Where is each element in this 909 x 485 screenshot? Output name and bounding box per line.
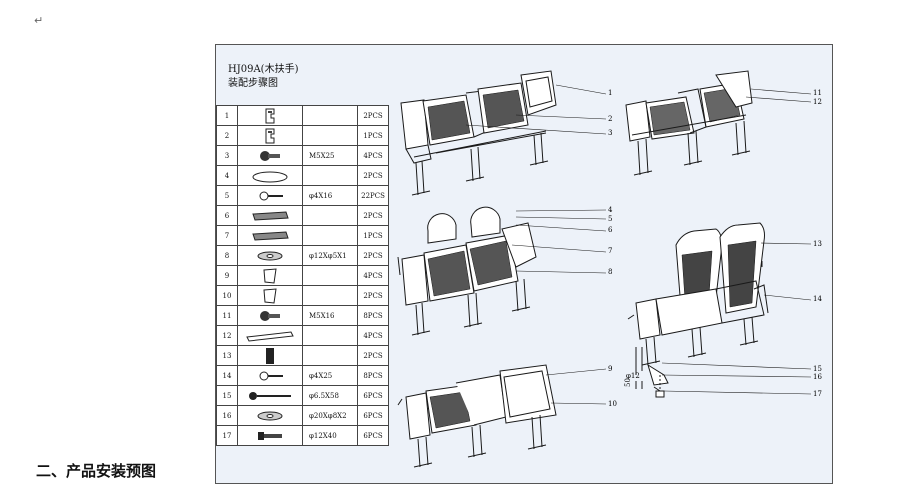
callout-17: 17 — [813, 390, 822, 398]
part-illustration-cell — [237, 105, 303, 126]
section-heading: 二、产品安装预图 — [36, 462, 157, 480]
plate-part-icon — [238, 230, 302, 242]
part-illustration-cell — [237, 385, 303, 406]
block-part-icon — [238, 347, 302, 365]
callout-5: 5 — [608, 215, 613, 223]
washer-part-icon — [238, 410, 302, 422]
bolt-part-icon — [238, 309, 302, 323]
pad-part-icon — [238, 287, 302, 304]
callout-16: 16 — [813, 373, 822, 381]
callout-8: 8 — [608, 268, 613, 276]
anchor-part-icon — [238, 429, 302, 443]
step-4-drawing — [627, 222, 769, 398]
step-1-drawing — [400, 70, 557, 196]
callout-13: 13 — [813, 240, 822, 248]
callout-leaders — [465, 84, 812, 405]
callout-3: 3 — [608, 129, 613, 137]
step-5-drawing — [397, 364, 557, 468]
step-2-drawing — [625, 70, 753, 176]
dimension-label-depth: 50 — [624, 378, 632, 387]
callout-2: 2 — [608, 115, 613, 123]
callout-11: 11 — [813, 89, 822, 97]
screw-part-icon — [238, 369, 302, 383]
callout-1: 1 — [608, 89, 613, 97]
callout-7: 7 — [608, 247, 613, 255]
rail-part-icon — [238, 330, 302, 342]
bracket-part-icon — [238, 128, 302, 144]
dimension-label-diameter: φ12 — [626, 372, 640, 380]
callout-4: 4 — [608, 206, 613, 214]
callout-6: 6 — [608, 226, 613, 234]
paragraph-mark: ↵ — [34, 14, 44, 27]
step-3-drawing — [397, 206, 537, 336]
diagram-title: HJ09A(木扶手) 装配步骤图 — [228, 63, 298, 91]
pad-part-icon — [238, 267, 302, 284]
long-bolt-part-icon — [238, 390, 302, 402]
callout-12: 12 — [813, 98, 822, 106]
part-quantity: 6PCS — [357, 425, 389, 446]
washer-part-icon — [238, 250, 302, 262]
screw-part-icon — [238, 189, 302, 203]
callout-10: 10 — [608, 400, 617, 408]
bracket-part-icon — [238, 108, 302, 124]
diagram-subtitle: 装配步骤图 — [228, 78, 278, 89]
model-name: HJ09A(木扶手) — [228, 64, 299, 75]
callout-14: 14 — [813, 295, 822, 303]
callout-15: 15 — [813, 365, 822, 373]
bolt-part-icon — [238, 149, 302, 163]
plate-part-icon — [238, 210, 302, 222]
assembly-drawings — [397, 70, 812, 468]
callout-9: 9 — [608, 365, 613, 373]
cap-part-icon — [238, 169, 302, 183]
